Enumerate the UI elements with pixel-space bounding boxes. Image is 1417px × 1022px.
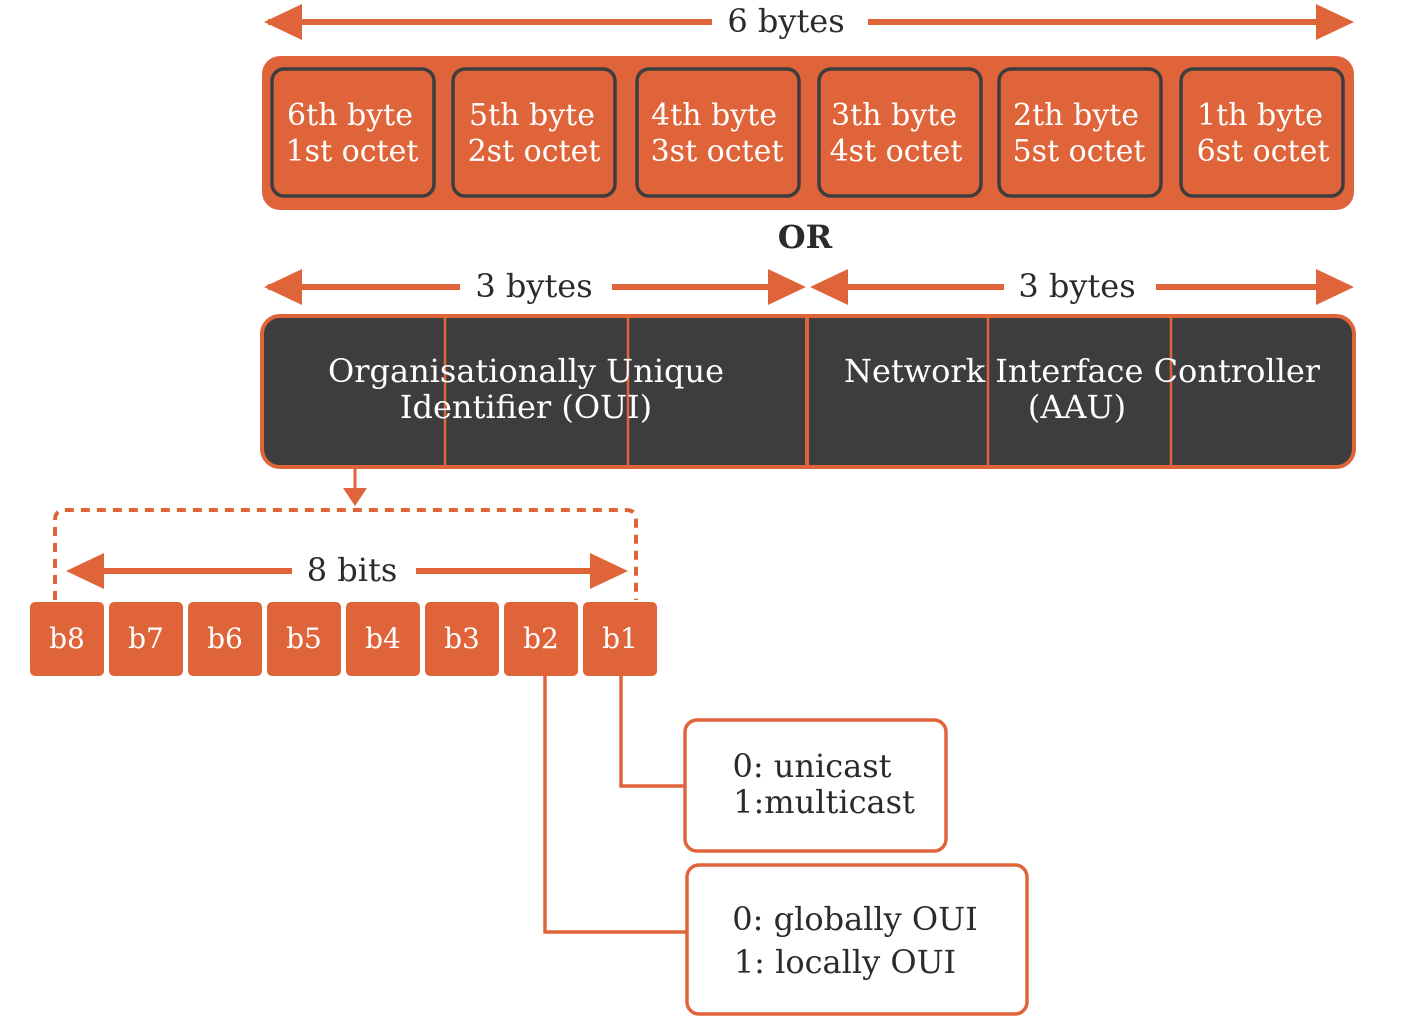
- bit-cells: b8 b7 b6 b5 b4 b3 b2 b1: [30, 602, 657, 676]
- bit-cell-b5-label: b5: [286, 622, 322, 655]
- byte-cell-2-line1: 2th byte: [1013, 98, 1139, 133]
- bit-cell-b3: b3: [425, 602, 499, 676]
- nic-title-line2: (AAU): [1028, 388, 1126, 426]
- b2-note-line2: 1: locally OUI: [734, 943, 956, 981]
- eight-bits-arrowhead-right: [590, 553, 628, 589]
- bit-cell-b1: b1: [583, 602, 657, 676]
- oui-title-line2: Identifier (OUI): [400, 388, 652, 426]
- dashed-bracket: [53, 508, 638, 600]
- three-bytes-left-arrow: 3 bytes: [264, 267, 806, 305]
- six-bytes-label: 6 bytes: [727, 2, 844, 40]
- eight-bits-arrow: 8 bits: [66, 551, 628, 589]
- bit-cell-b6: b6: [188, 602, 262, 676]
- bit-cell-b3-label: b3: [444, 622, 480, 655]
- byte-cell-2-line2: 5st octet: [1013, 134, 1146, 169]
- bit-cell-b7: b7: [109, 602, 183, 676]
- b1-callout-line: [619, 676, 686, 788]
- oui-down-arrowhead: [343, 488, 367, 506]
- byte-cell-6: 6th byte 1st octet: [270, 67, 436, 198]
- byte-cell-5-line2: 2st octet: [468, 134, 601, 169]
- bit-cell-b8-label: b8: [49, 622, 85, 655]
- b1-note-line2: 1:multicast: [733, 783, 915, 821]
- three-bytes-right-arrowhead-left: [810, 269, 848, 305]
- three-bytes-left-arrowhead-left: [264, 269, 302, 305]
- byte-cell-3-line1: 3th byte: [831, 98, 957, 133]
- three-bytes-left-label: 3 bytes: [475, 267, 592, 305]
- three-bytes-right-arrow: 3 bytes: [810, 267, 1354, 305]
- three-bytes-left-arrowhead-right: [768, 269, 806, 305]
- bit-cell-b2: b2: [504, 602, 578, 676]
- bit-cell-b5: b5: [267, 602, 341, 676]
- bit-cell-b7-label: b7: [128, 622, 164, 655]
- b2-note: 0: globally OUI 1: locally OUI: [685, 863, 1029, 1016]
- b1-note-line1: 0: unicast: [732, 747, 891, 785]
- b1-note: 0: unicast 1:multicast: [683, 718, 948, 853]
- bit-cell-b8: b8: [30, 602, 104, 676]
- byte-cell-1-line2: 6st octet: [1197, 134, 1330, 169]
- byte-cell-6-line2: 1st octet: [286, 134, 419, 169]
- bit-cell-b6-label: b6: [207, 622, 243, 655]
- oui-to-bits-connector: [53, 468, 638, 600]
- eight-bits-arrowhead-left: [66, 553, 104, 589]
- six-bytes-arrowhead-left: [264, 4, 302, 40]
- byte-cell-3: 3th byte 4st octet: [817, 67, 983, 198]
- oui-title-line1: Organisationally Unique: [328, 352, 724, 390]
- eight-bits-label: 8 bits: [307, 551, 398, 589]
- byte-cell-4-line1: 4th byte: [651, 98, 777, 133]
- byte-cell-6-line1: 6th byte: [287, 98, 413, 133]
- bit-cell-b4-label: b4: [365, 622, 401, 655]
- oui-nic-bar: Organisationally Unique Identifier (OUI)…: [260, 314, 1356, 469]
- byte-cell-4-line2: 3st octet: [651, 134, 784, 169]
- b2-callout-line: [543, 676, 688, 934]
- byte-cell-4: 4th byte 3st octet: [635, 67, 801, 198]
- byte-cell-1: 1th byte 6st octet: [1179, 67, 1345, 198]
- or-label: OR: [778, 218, 833, 256]
- bit-cell-b2-label: b2: [523, 622, 559, 655]
- byte-cell-5-line1: 5th byte: [469, 98, 595, 133]
- three-bytes-right-arrowhead-right: [1316, 269, 1354, 305]
- byte-cell-2: 2th byte 5st octet: [997, 67, 1163, 198]
- six-bytes-container: 6th byte 1st octet 5th byte 2st octet 4t…: [262, 56, 1354, 210]
- byte-cell-1-line1: 1th byte: [1197, 98, 1323, 133]
- three-bytes-right-label: 3 bytes: [1018, 267, 1135, 305]
- six-bytes-arrowhead-right: [1316, 4, 1354, 40]
- byte-cell-3-line2: 4st octet: [830, 134, 963, 169]
- b2-note-box: [685, 863, 1029, 1016]
- nic-title-line1: Network Interface Controller: [844, 352, 1321, 390]
- byte-cell-5: 5th byte 2st octet: [451, 67, 617, 198]
- b2-note-line1: 0: globally OUI: [732, 900, 977, 938]
- bit-cell-b4: b4: [346, 602, 420, 676]
- six-bytes-arrow: 6 bytes: [264, 2, 1354, 40]
- b1-note-box: [683, 718, 948, 853]
- bit-cell-b1-label: b1: [602, 622, 638, 655]
